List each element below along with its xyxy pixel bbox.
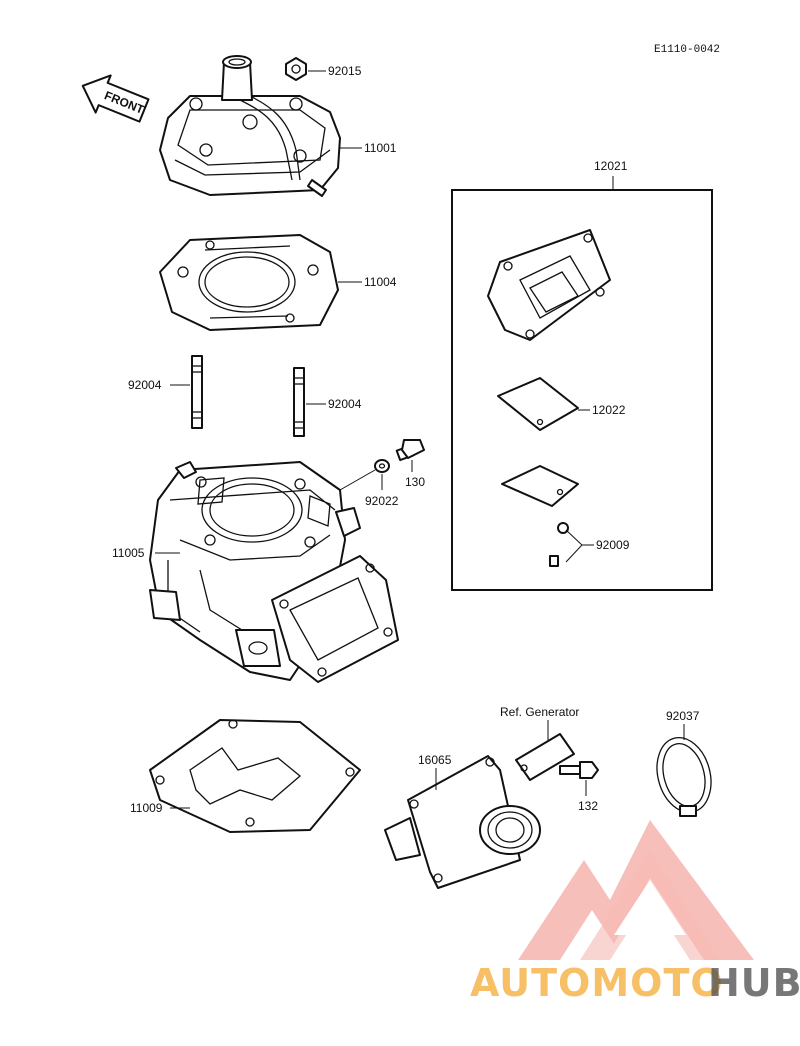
label-11005: 11005	[112, 546, 145, 560]
label-ref-generator: Ref. Generator	[500, 705, 579, 719]
label-16065: 16065	[418, 753, 452, 767]
label-92022: 92022	[365, 494, 399, 508]
reed-petal	[497, 377, 579, 431]
label-12022: 12022	[592, 403, 626, 417]
reed-screws	[549, 522, 569, 567]
leader-92009	[565, 529, 583, 563]
label-92009: 92009	[596, 538, 630, 552]
cylinder	[149, 461, 399, 683]
watermark-text-right: HUB	[708, 961, 800, 1005]
label-12021: 12021	[594, 159, 628, 173]
leader-92022	[339, 469, 376, 491]
label-132: 132	[578, 799, 598, 813]
front-arrow-icon: FRONT	[81, 74, 150, 123]
stud-right	[293, 367, 305, 437]
label-130: 130	[405, 475, 425, 489]
watermark-text-left: AUTOMOTO	[470, 961, 724, 1005]
label-11001: 11001	[364, 141, 397, 155]
label-11009: 11009	[130, 801, 163, 815]
stud-left	[191, 355, 203, 429]
diagram-code: E1110-0042	[654, 44, 720, 56]
reed-assembly-box	[451, 189, 713, 591]
label-92004-left: 92004	[128, 378, 162, 392]
bolt-132	[559, 761, 599, 779]
label-11004: 11004	[364, 275, 397, 289]
reed-stopper	[501, 465, 579, 507]
generator-bracket	[515, 733, 575, 781]
reed-block	[487, 229, 611, 341]
cylinder-head	[159, 55, 341, 197]
nut-92015	[285, 57, 307, 81]
head-gasket	[159, 234, 339, 331]
intake-manifold	[384, 755, 541, 889]
base-gasket	[149, 719, 361, 833]
label-92015: 92015	[328, 64, 362, 78]
clamp-92037	[656, 737, 712, 817]
label-92004-right: 92004	[328, 397, 362, 411]
bolt-130	[395, 439, 425, 462]
washer-92022	[374, 459, 390, 473]
label-92037: 92037	[666, 709, 700, 723]
watermark-logo-icon	[518, 820, 754, 960]
watermark-text: AUTOMOTO HUB	[470, 961, 800, 1005]
